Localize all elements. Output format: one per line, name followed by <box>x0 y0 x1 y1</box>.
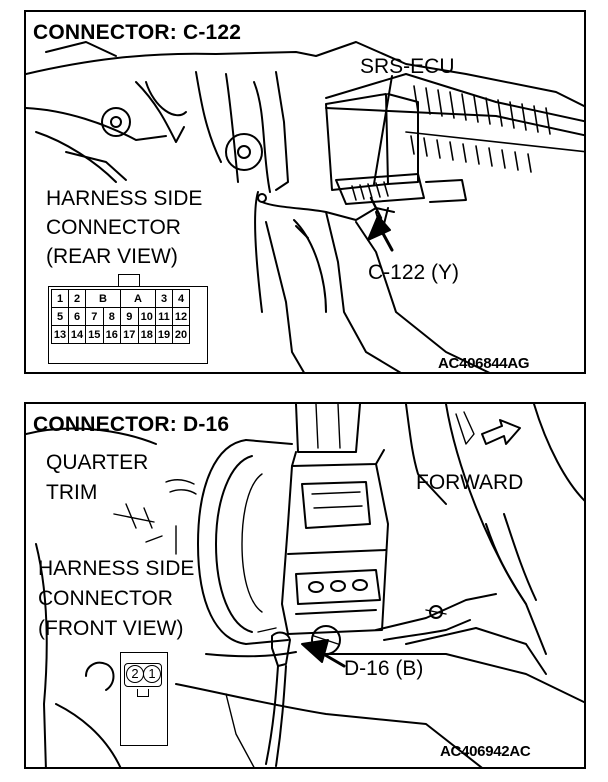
pin-19: 19 <box>155 325 173 344</box>
c122-vehicle-illustration <box>26 41 584 372</box>
pin-17: 17 <box>120 325 139 344</box>
harness-line-3: (FRONT VIEW) <box>38 617 184 640</box>
figure-code: AC406844AG <box>438 355 530 372</box>
pin-a: A <box>120 289 156 308</box>
pin-3: 3 <box>155 289 173 308</box>
d16-callout: D-16 (B) <box>344 657 424 680</box>
pin-18: 18 <box>137 325 156 344</box>
c122-pin-diagram: 1 2 B A 3 4 5 6 7 8 9 10 11 12 13 14 15 <box>48 286 208 364</box>
harness-line-1: HARNESS SIDE <box>38 557 195 580</box>
harness-line-2: CONNECTOR <box>38 587 173 610</box>
pin-9: 9 <box>120 307 139 326</box>
pin-7: 7 <box>85 307 104 326</box>
connector-c122-panel: CONNECTOR: C-122 SRS-ECU HARNESS SIDE CO… <box>24 10 586 374</box>
pin-12: 12 <box>172 307 190 326</box>
pin-13: 13 <box>51 325 69 344</box>
pin-4: 4 <box>172 289 190 308</box>
forward-label: FORWARD <box>416 471 524 494</box>
trim-line-2: TRIM <box>46 481 98 504</box>
pin-11: 11 <box>155 307 173 326</box>
trim-line-1: QUARTER <box>46 451 149 474</box>
pin-15: 15 <box>85 325 104 344</box>
pin-10: 10 <box>137 307 156 326</box>
pin-1: 1 <box>143 665 161 683</box>
pin-5: 5 <box>51 307 69 326</box>
srs-ecu-label: SRS-ECU <box>360 55 455 78</box>
pin-14: 14 <box>68 325 86 344</box>
connector-title: CONNECTOR: C-122 <box>33 21 242 44</box>
d16-pin-diagram: 2 1 <box>120 652 168 746</box>
harness-line-1: HARNESS SIDE <box>46 187 203 210</box>
c122-callout: C-122 (Y) <box>368 261 460 284</box>
pin-housing <box>124 663 162 687</box>
connector-title: CONNECTOR: D-16 <box>33 413 230 436</box>
pin-b: B <box>85 289 121 308</box>
connector-d16-panel: CONNECTOR: D-16 QUARTER TRIM FORWARD HAR… <box>24 402 586 769</box>
pin-2: 2 <box>68 289 86 308</box>
figure-code: AC406942AC <box>440 743 531 760</box>
d16-vehicle-illustration <box>26 404 584 767</box>
pin-2: 2 <box>126 665 144 683</box>
pin-8: 8 <box>102 307 121 326</box>
pin-6: 6 <box>68 307 86 326</box>
harness-line-2: CONNECTOR <box>46 216 181 239</box>
harness-line-3: (REAR VIEW) <box>46 245 178 268</box>
pin-1: 1 <box>51 289 69 308</box>
connector-latch <box>118 274 140 287</box>
connector-key <box>137 689 149 697</box>
pin-16: 16 <box>102 325 121 344</box>
pin-20: 20 <box>172 325 190 344</box>
